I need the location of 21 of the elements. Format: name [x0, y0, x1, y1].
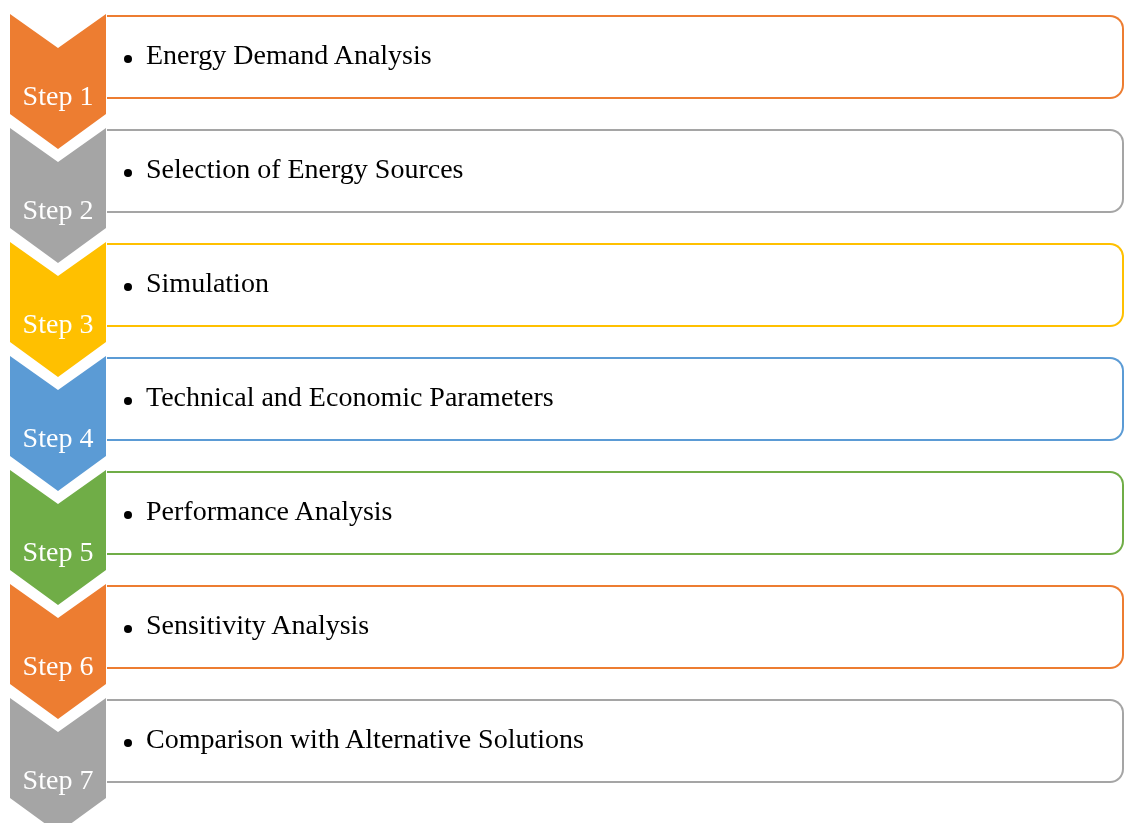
step-text: Selection of Energy Sources [146, 153, 464, 185]
step-box [107, 129, 1124, 213]
step-text: Sensitivity Analysis [146, 609, 370, 641]
step-text: Comparison with Alternative Solutions [146, 723, 584, 755]
step-box [107, 585, 1124, 669]
step-label: Step 4 [21, 422, 95, 454]
step-text: Performance Analysis [146, 495, 393, 527]
step-label: Step 7 [21, 764, 95, 796]
step-label: Step 6 [21, 650, 95, 682]
step-box [107, 15, 1124, 99]
step-box [107, 471, 1124, 555]
step-text: Simulation [146, 267, 269, 299]
step-label: Step 2 [21, 194, 95, 226]
step-label: Step 3 [21, 308, 95, 340]
step-text: Technical and Economic Parameters [146, 381, 554, 413]
step-text: Energy Demand Analysis [146, 39, 432, 71]
step-label: Step 5 [21, 536, 95, 568]
step-box [107, 243, 1124, 327]
step-box [107, 357, 1124, 441]
step-box [107, 699, 1124, 783]
step-label: Step 1 [21, 80, 95, 112]
